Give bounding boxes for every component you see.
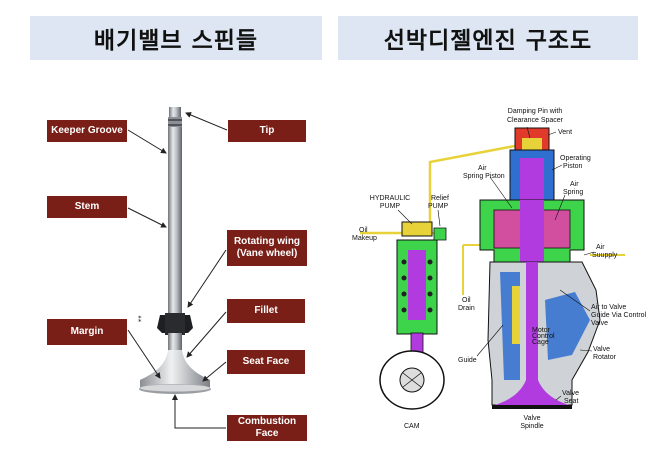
motor-control-cage: Motor Control Cage <box>532 327 557 346</box>
label-cam: CAM <box>404 423 420 430</box>
leader-stem <box>127 207 167 228</box>
label-guide: Guide <box>458 357 477 364</box>
keeper-groove <box>168 117 182 127</box>
left-title: 배기밸브 스핀들 <box>30 16 322 60</box>
valve-tip <box>169 107 181 117</box>
right-title: 선박디젤엔진 구조도 <box>338 16 638 60</box>
pump-spring <box>401 259 433 313</box>
oil-line-top <box>428 143 521 233</box>
leader-keeper-groove <box>127 129 167 154</box>
leader-fillet <box>186 311 227 358</box>
label-stem: Stem <box>47 196 127 218</box>
label-vent: Vent <box>558 129 572 136</box>
valve-stem <box>168 127 182 317</box>
label-margin: Margin <box>47 319 127 345</box>
leader-seat-face <box>202 361 227 382</box>
label-rotating-wing-line1: Rotating wing <box>233 236 301 247</box>
leader-margin <box>127 329 161 379</box>
label-keeper-groove: Keeper Groove <box>47 120 127 142</box>
label-rotating-wing-line2: (Vane wheel) <box>236 248 298 259</box>
label-rotating-wing: Rotating wing (Vane wheel) <box>227 230 307 266</box>
leader-rotating-wing <box>187 249 227 308</box>
leader-combustion-face <box>172 394 226 429</box>
label-seat-face: Seat Face <box>227 350 305 374</box>
valve-spindle <box>526 262 538 382</box>
leader-tip <box>185 112 228 131</box>
label-combustion-face: Combustion Face <box>227 415 307 441</box>
label-tip: Tip <box>228 120 306 142</box>
engine-leaders <box>397 126 595 401</box>
svg-text:⁑: ⁑ <box>138 316 142 324</box>
label-fillet: Fillet <box>227 299 305 323</box>
oil-drain-line <box>462 244 492 295</box>
